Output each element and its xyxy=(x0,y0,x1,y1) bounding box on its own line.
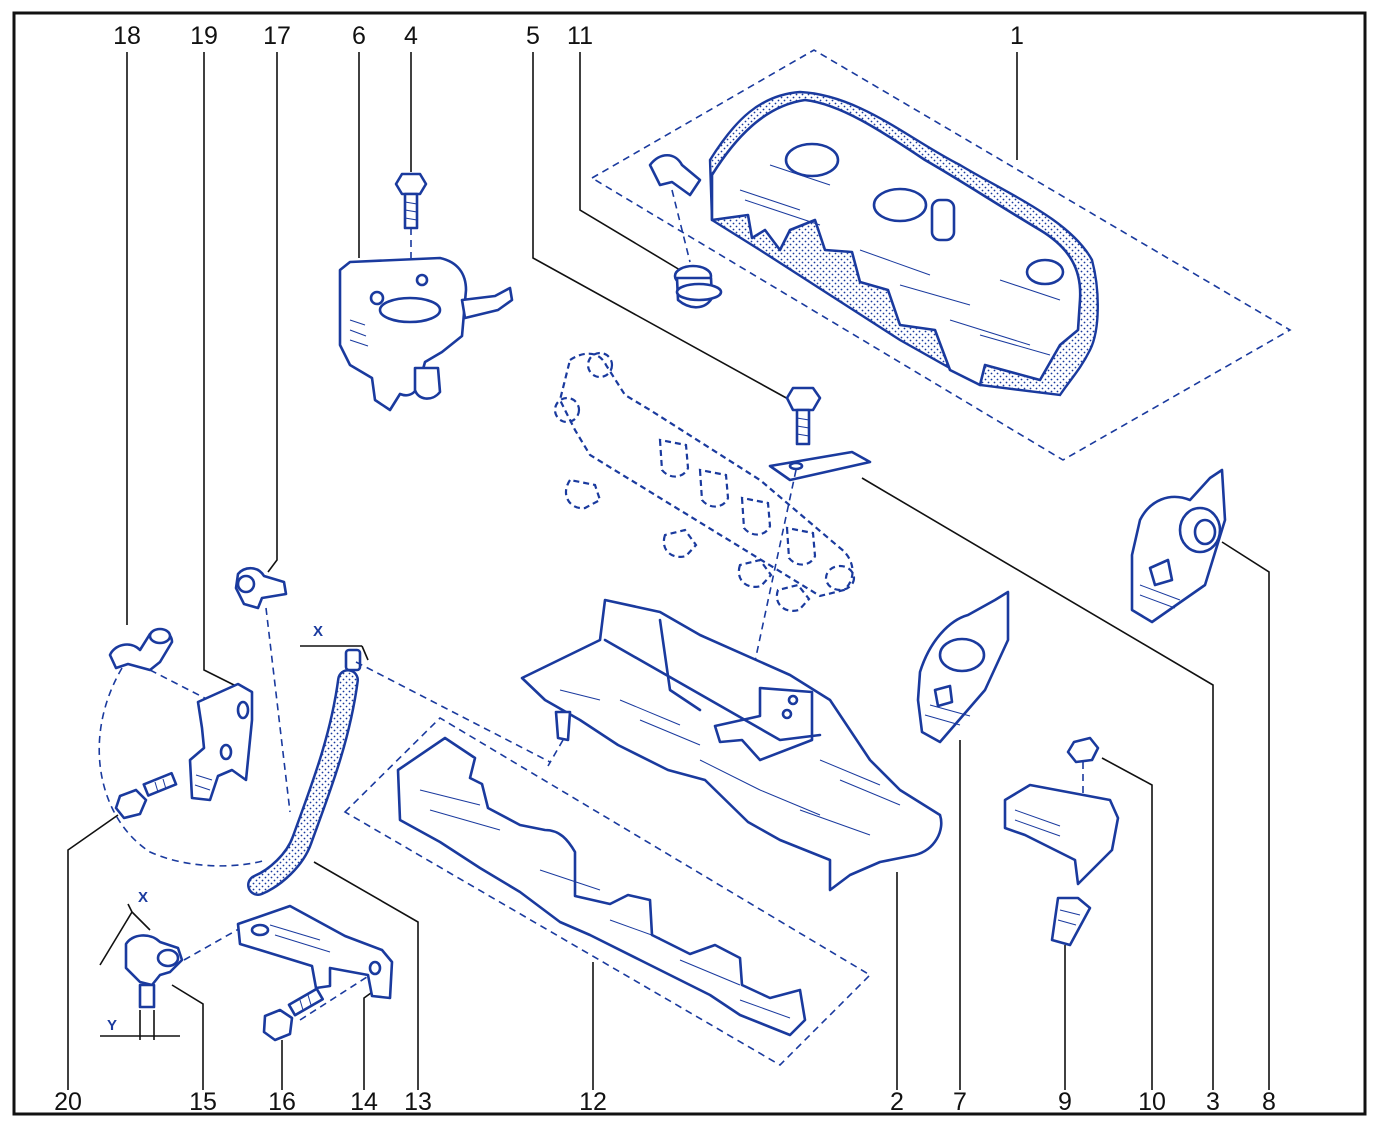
callout-15: 15 xyxy=(189,1088,217,1116)
leader-3 xyxy=(861,477,1214,1090)
dim-x-clip: X xyxy=(138,889,148,906)
part-7-bracket xyxy=(916,590,1010,744)
part-11-grommet xyxy=(671,189,723,309)
part-1-engine-cover xyxy=(590,49,1292,461)
callout-1: 1 xyxy=(1010,22,1024,50)
leader-20 xyxy=(67,814,119,1090)
leader-8 xyxy=(1221,541,1270,1090)
part-1-dashed-outline xyxy=(590,49,1292,461)
callout-11: 11 xyxy=(567,22,593,50)
part-17-clip xyxy=(234,566,291,813)
leader-14 xyxy=(363,984,383,1090)
callout-9: 9 xyxy=(1058,1088,1072,1116)
callout-20: 20 xyxy=(54,1088,82,1116)
callout-12: 12 xyxy=(579,1088,607,1116)
leader-lines xyxy=(67,52,1270,1090)
callout-14: 14 xyxy=(350,1088,378,1116)
callout-18: 18 xyxy=(113,22,141,50)
callout-4: 4 xyxy=(404,22,418,50)
callout-6: 6 xyxy=(352,22,366,50)
part-18-clip xyxy=(108,627,233,713)
part-9-bracket xyxy=(1003,783,1120,947)
leader-11 xyxy=(579,52,681,271)
callout-2: 2 xyxy=(890,1088,904,1116)
callout-8: 8 xyxy=(1262,1088,1276,1116)
callout-10: 10 xyxy=(1138,1088,1166,1116)
part-12-insulation-pad xyxy=(343,716,872,1067)
part-1-hose-stub xyxy=(648,153,702,197)
part-19-bracket-plate xyxy=(188,682,254,802)
callout-5: 5 xyxy=(526,22,540,50)
leader-5 xyxy=(532,52,791,401)
part-2-hatching xyxy=(559,689,901,836)
part-1-boss-2 xyxy=(872,187,928,223)
bottom-callouts: 20 15 16 14 13 12 2 7 9 10 3 8 xyxy=(54,1088,1276,1116)
part-1-boss-3 xyxy=(1025,258,1065,286)
part-4-bolt xyxy=(394,172,428,258)
callout-17: 17 xyxy=(263,22,291,50)
part-12-dashed-outline xyxy=(343,716,872,1067)
part-1-boss-1 xyxy=(784,142,840,178)
part-20-bolt xyxy=(98,667,267,867)
leader-17 xyxy=(267,52,278,573)
callout-3: 3 xyxy=(1206,1088,1220,1116)
callout-16: 16 xyxy=(268,1088,296,1116)
part-8-bracket xyxy=(1130,468,1227,624)
part-6-bracket xyxy=(338,256,514,412)
part-13-hose: X xyxy=(247,623,551,896)
callout-7: 7 xyxy=(953,1088,967,1116)
leader-10 xyxy=(1101,757,1153,1090)
part-16-bolt xyxy=(262,987,325,1042)
part-15-clip: X Y xyxy=(99,889,245,1040)
leader-15 xyxy=(171,984,204,1090)
part-2-heat-shield xyxy=(520,598,943,892)
leader-13 xyxy=(313,861,419,1090)
part-5-bolt xyxy=(785,386,822,446)
part-1-hatching xyxy=(739,164,1061,356)
dim-x-hose: X xyxy=(313,623,323,640)
diagram-border xyxy=(12,11,1367,1116)
callout-13: 13 xyxy=(404,1088,432,1116)
leader-19 xyxy=(203,52,241,689)
part-3-plate xyxy=(741,450,872,723)
part-1-filler-neck xyxy=(930,198,956,242)
part-14-bracket-plate xyxy=(236,904,394,1021)
callout-19: 19 xyxy=(190,22,218,50)
dim-y-clip: Y xyxy=(107,1017,117,1034)
fuel-rail-ghost xyxy=(553,351,856,612)
top-callouts: 18 19 17 6 4 5 11 1 xyxy=(113,22,1024,50)
